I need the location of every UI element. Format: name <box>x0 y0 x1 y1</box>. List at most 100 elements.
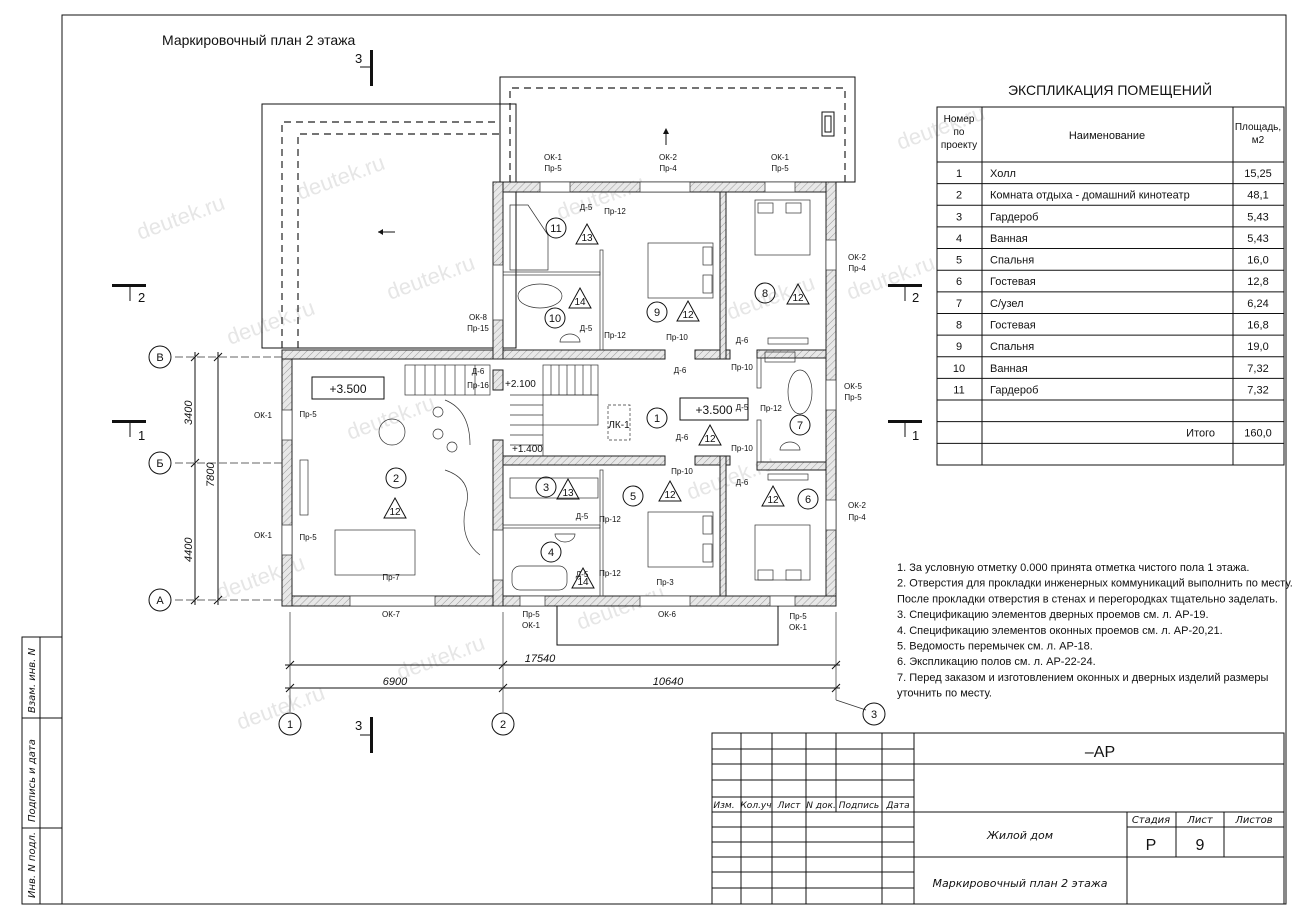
finish-tag: 13 <box>562 488 574 499</box>
row-number: 8 <box>956 319 962 331</box>
svg-text:3400: 3400 <box>183 400 195 425</box>
svg-text:Маркировочный план 2 этажа: Маркировочный план 2 этажа <box>933 877 1108 890</box>
room-number-circle <box>789 414 811 436</box>
svg-text:deutek.ru: deutek.ru <box>343 390 438 445</box>
note-line: 6. Экспликацию полов см. л. АР-22-24. <box>897 656 1096 668</box>
svg-text:Жилой дом: Жилой дом <box>986 829 1053 842</box>
opening-label: Пр-3 <box>656 578 674 587</box>
finish-tag-triangle <box>698 423 722 446</box>
grid-axes: В Б А 1 2 3 <box>148 345 886 736</box>
svg-text:В: В <box>156 352 163 364</box>
row-number: 10 <box>953 363 965 375</box>
opening-label: Д-6 <box>676 433 689 442</box>
svg-text:3: 3 <box>355 718 362 733</box>
finish-tag-triangle <box>556 477 580 500</box>
svg-text:2: 2 <box>138 290 145 305</box>
svg-text:Лист: Лист <box>1186 815 1214 826</box>
room-number-circle <box>646 407 668 429</box>
opening-label: Пр-10 <box>671 467 693 476</box>
svg-text:9: 9 <box>1196 837 1205 854</box>
room-number-circle <box>622 485 644 507</box>
svg-text:7800: 7800 <box>205 462 217 487</box>
room-number-circle <box>646 301 668 323</box>
row-name: Гостевая <box>990 319 1036 331</box>
room-number: 6 <box>805 494 811 506</box>
opening-label: Пр-4 <box>659 164 677 173</box>
total-label: Итого <box>1186 428 1215 440</box>
svg-text:Подпись и дата: Подпись и дата <box>27 739 38 822</box>
opening-label: Д-5 <box>580 324 593 333</box>
opening-label: ОК-1 <box>254 531 273 540</box>
row-number: 1 <box>956 168 962 180</box>
svg-text:Площадь,м2: Площадь,м2 <box>1235 122 1281 146</box>
furniture <box>299 199 813 591</box>
finish-tag: 12 <box>664 490 676 501</box>
note-line: 7. Перед заказом и изготовлением оконных… <box>897 672 1268 684</box>
row-area: 6,24 <box>1247 298 1268 310</box>
room-number: 10 <box>549 313 561 325</box>
room-number-circle <box>540 541 562 563</box>
svg-text:Инв. N подл.: Инв. N подл. <box>27 832 38 898</box>
note-line: После прокладки отверстия в стенах и пер… <box>897 593 1278 605</box>
svg-text:Лист: Лист <box>777 801 802 811</box>
opening-label: ОК-8 <box>469 313 488 322</box>
svg-text:N док.: N док. <box>806 801 836 811</box>
room-number-circle <box>754 282 776 304</box>
opening-label: Пр-10 <box>731 363 753 372</box>
row-number: 6 <box>956 276 962 288</box>
svg-text:1: 1 <box>138 428 145 443</box>
room-number: 2 <box>393 473 399 485</box>
side-stamp: Инв. N подл. Подпись и дата Взам. инв. N <box>21 636 63 905</box>
opening-label: Пр-15 <box>467 324 489 333</box>
header-number: по <box>954 127 965 138</box>
svg-text:Изм.: Изм. <box>713 801 734 811</box>
svg-text:+1.400: +1.400 <box>512 444 543 455</box>
row-name: Ванная <box>990 363 1028 375</box>
svg-text:10640: 10640 <box>653 676 684 688</box>
row-name: Гардероб <box>990 384 1038 396</box>
row-name: Холл <box>990 168 1016 180</box>
room-number-circle <box>797 488 819 510</box>
finish-tag: 13 <box>581 233 593 244</box>
opening-label: Пр-5 <box>844 393 862 402</box>
dimensions: 17540 6900 10640 3400 4400 7800 <box>175 352 841 712</box>
finish-tag: 12 <box>389 507 401 518</box>
svg-text:deutek.ru: deutek.ru <box>393 630 488 685</box>
room-number-circle <box>545 217 567 239</box>
svg-text:Листов: Листов <box>1234 815 1272 826</box>
room-number-circle <box>385 467 407 489</box>
svg-text:Взам. инв. N: Взам. инв. N <box>27 648 38 713</box>
finish-tag-triangle <box>383 496 407 519</box>
room-number: 7 <box>797 420 803 432</box>
row-area: 5,43 <box>1247 233 1268 245</box>
row-area: 12,8 <box>1247 276 1268 288</box>
sheet-frame <box>61 14 1287 905</box>
opening-label: ОК-2 <box>659 153 678 162</box>
row-area: 48,1 <box>1247 190 1268 202</box>
header-area: Площадь, <box>1235 122 1281 133</box>
svg-text:Наименование: Наименование <box>1069 130 1145 142</box>
svg-text:+3.500: +3.500 <box>695 403 732 417</box>
note-line: 3. Спецификацию элементов дверных проемо… <box>897 609 1209 621</box>
opening-label: Д-5 <box>580 203 593 212</box>
row-name: Ванная <box>990 233 1028 245</box>
room-number: 3 <box>543 482 549 494</box>
finish-tag: 12 <box>682 310 694 321</box>
opening-label: Пр-12 <box>760 404 782 413</box>
row-number: 9 <box>956 341 962 353</box>
staircase <box>404 364 631 456</box>
row-number: 5 <box>956 255 962 267</box>
row-number: 11 <box>953 384 964 396</box>
svg-text:1: 1 <box>912 428 919 443</box>
section-marks: 3 3 2 2 1 1 <box>112 50 922 753</box>
opening-label: Д-6 <box>736 478 749 487</box>
finish-tag-triangle <box>571 566 595 589</box>
opening-label: Пр-5 <box>771 164 789 173</box>
svg-text:–АР: –АР <box>1085 744 1115 761</box>
svg-text:6900: 6900 <box>383 676 408 688</box>
row-area: 5,43 <box>1247 211 1268 223</box>
svg-text:deutek.ru: deutek.ru <box>293 150 388 205</box>
opening-label: ОК-1 <box>254 411 273 420</box>
opening-label: Пр-4 <box>848 264 866 273</box>
